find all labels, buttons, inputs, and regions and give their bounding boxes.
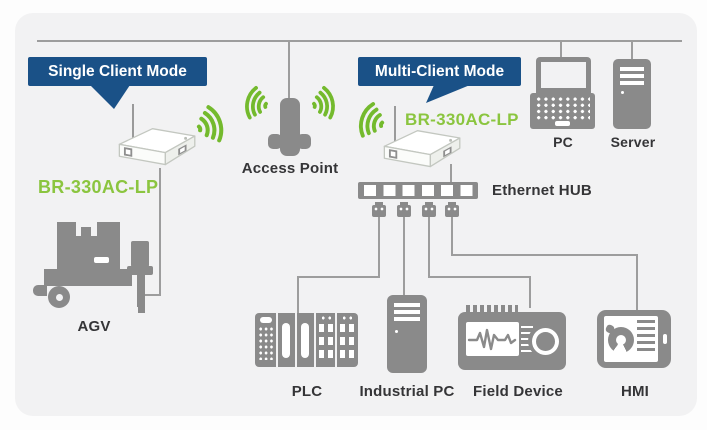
plc-label: PLC	[291, 383, 323, 400]
cable-field-device-v1	[428, 216, 430, 278]
field-device-knob-ring	[531, 327, 559, 355]
multi-client-mode-label: Multi-Client Mode	[374, 62, 505, 80]
access-point-label: Access Point	[241, 160, 339, 177]
access-point-icon	[280, 98, 300, 156]
plug-3-icon	[422, 205, 436, 217]
plc-separator-2	[295, 313, 297, 367]
plug-2-tab	[400, 202, 408, 206]
access-point-foot-left	[268, 134, 282, 149]
cable-plc-h	[297, 276, 380, 278]
plc-separator-3	[314, 313, 316, 367]
cable-plc-v1	[378, 216, 380, 278]
single-banner-tail	[90, 85, 130, 109]
multi-device-cable	[450, 164, 452, 183]
single-device-cable-v	[159, 168, 161, 296]
cable-hmi-v2	[636, 254, 638, 311]
plug-2-icon	[397, 205, 411, 217]
hmi-label: HMI	[620, 383, 650, 400]
plc-io2-terminals	[340, 324, 354, 362]
agv-box-strap	[94, 257, 109, 263]
field-device-label: Field Device	[473, 383, 563, 400]
wifi-icon-single	[196, 105, 224, 143]
plc-io1-leds	[320, 316, 333, 320]
plug-4-tab	[448, 202, 456, 206]
cable-field-device-h	[428, 276, 531, 278]
multi-client-mode-banner: Multi-Client Mode	[358, 57, 521, 86]
br-330ac-lp-device-icon-multi	[383, 130, 461, 168]
hmi-home-button	[663, 334, 667, 344]
plc-separator-4	[335, 313, 337, 367]
access-point-foot-right	[297, 134, 311, 149]
single-device-cable-h	[144, 294, 161, 296]
agv-mast-tip	[138, 303, 145, 313]
ethernet-hub-label: Ethernet HUB	[492, 182, 592, 199]
ethernet-hub-ports	[364, 185, 474, 196]
field-device-waveform	[467, 328, 517, 351]
agv-mast-pole	[137, 245, 145, 307]
br-330ac-lp-device-icon-single	[118, 128, 196, 166]
pc-label: PC	[553, 134, 573, 150]
single-client-mode-label: Single Client Mode	[48, 62, 187, 80]
wifi-icon-ap-right	[312, 85, 335, 120]
industrial-pc-led	[395, 330, 398, 333]
plug-4-icon	[445, 205, 459, 217]
plug-1-icon	[372, 205, 386, 217]
plc-module-slot-1	[282, 323, 290, 358]
agv-label: AGV	[77, 318, 111, 335]
industrial-pc-vents	[394, 303, 420, 321]
pc-drop-line	[560, 41, 562, 59]
hmi-donut-hole	[616, 335, 626, 345]
server-led	[621, 91, 624, 94]
field-device-knob-center	[535, 331, 555, 351]
agv-wheel-hub	[55, 293, 63, 301]
single-device-model-label: BR-330AC-LP	[38, 177, 159, 197]
multi-banner-tail	[426, 85, 470, 103]
cable-field-device-v2	[529, 276, 531, 308]
single-device-antenna	[132, 104, 134, 139]
cable-hmi-h	[451, 254, 638, 256]
plc-cpu-keypad	[258, 326, 274, 360]
wifi-icon-multi	[359, 102, 385, 138]
plc-io2-leds	[341, 316, 354, 320]
agv-mast-collar	[127, 266, 153, 275]
server-label: Server	[610, 134, 656, 150]
industrial-pc-label: Industrial PC	[359, 383, 455, 400]
agv-platform	[44, 269, 132, 286]
field-device-terminals	[466, 305, 518, 314]
plc-separator-1	[276, 313, 278, 367]
multi-device-model-label: BR-330AC-LP	[405, 110, 519, 129]
plc-cpu-slot	[260, 317, 272, 323]
field-device-knob	[528, 324, 562, 358]
server-vents	[620, 67, 644, 85]
agv-wheel	[48, 286, 70, 308]
agv-front-bumper	[33, 285, 47, 296]
plc-io1-terminals	[319, 324, 333, 362]
hmi-donut-chart	[608, 327, 634, 353]
plc-module-slot-2	[301, 323, 309, 358]
single-client-mode-banner: Single Client Mode	[28, 57, 207, 86]
pc-keyboard-keys	[535, 96, 590, 120]
plug-3-tab	[425, 202, 433, 206]
cable-plc-v2	[297, 276, 299, 314]
plug-1-tab	[375, 202, 383, 206]
cable-industrial-pc	[403, 216, 405, 297]
agv-box-flap	[81, 227, 91, 238]
hmi-screen-text-lines	[637, 320, 655, 352]
multi-device-antenna	[394, 106, 396, 142]
pc-trackpad	[555, 121, 570, 126]
cable-hmi-v1	[451, 216, 453, 256]
server-drop-line	[631, 41, 633, 61]
wifi-icon-ap-left	[245, 85, 268, 120]
lan-backbone-line	[37, 40, 682, 42]
pc-screen	[541, 62, 586, 88]
access-point-drop-line	[288, 41, 290, 101]
